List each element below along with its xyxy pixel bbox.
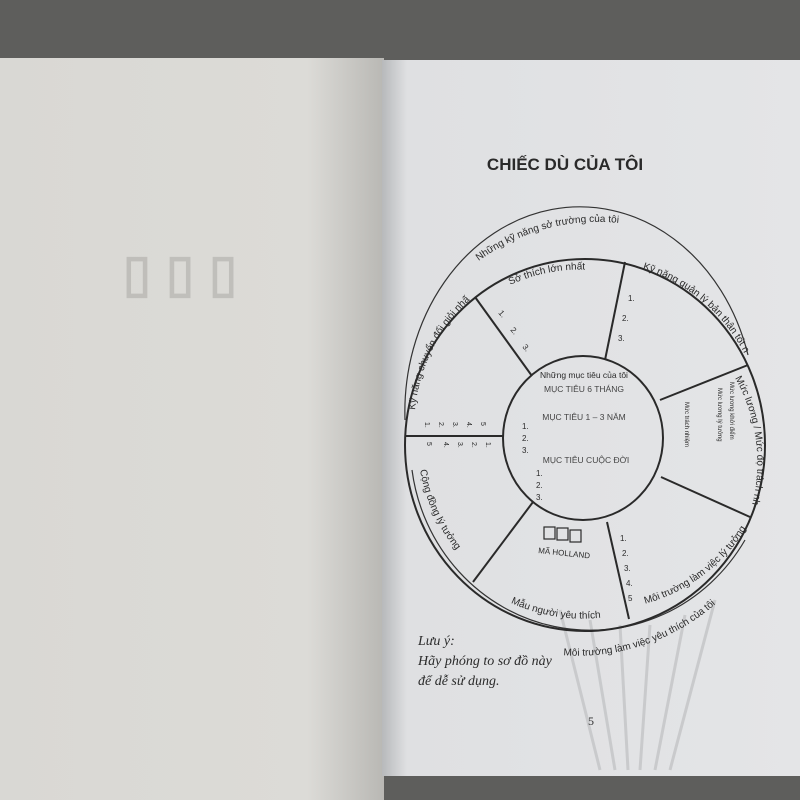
svg-text:5: 5	[425, 442, 432, 446]
self-management-list: 1. 2. 3.	[618, 294, 635, 343]
svg-text:Môi trường làm việc lý tưởng: Môi trường làm việc lý tưởng	[643, 524, 749, 607]
svg-text:3.: 3.	[536, 493, 543, 502]
svg-text:1.: 1.	[536, 469, 543, 478]
goal-6-months: MỤC TIÊU 6 THÁNG	[544, 384, 624, 394]
svg-text:2.: 2.	[622, 314, 629, 323]
self-management-label: Kỹ năng quản lý bản thân tốt nhất	[0, 0, 751, 355]
svg-text:3.: 3.	[451, 422, 458, 428]
hobbies-list: 1. 2. 3.	[496, 309, 531, 354]
svg-text:Mức lương / Mức độ trách nhiệm: Mức lương / Mức độ trách nhiệm	[0, 0, 765, 506]
wheel-outer-circle	[404, 258, 766, 632]
svg-text:2.: 2.	[522, 434, 529, 443]
note-heading: Lưu ý:	[418, 634, 455, 649]
svg-text:3.: 3.	[618, 334, 625, 343]
svg-text:Mức lương lý tưởng: Mức lương lý tưởng	[716, 388, 723, 442]
page-title: CHIẾC DÙ CỦA TÔI	[487, 155, 643, 174]
goal-life: MỤC TIÊU CUỘC ĐỜI	[543, 455, 629, 465]
svg-text:4.: 4.	[465, 422, 472, 428]
note-line-1: Hãy phóng to sơ đồ này	[418, 654, 552, 669]
svg-text:3.: 3.	[520, 343, 531, 354]
svg-text:5: 5	[479, 422, 486, 426]
community-list: 1. 2. 3. 4. 5	[425, 442, 491, 448]
svg-text:1.: 1.	[522, 422, 529, 431]
work-environment-list: 1. 2. 3. 4. 5	[620, 534, 633, 603]
outer-environment-arc	[411, 469, 746, 631]
svg-text:Sở thích lớn nhất: Sở thích lớn nhất	[507, 260, 585, 287]
goal-1-3-years: MỤC TIÊU 1 – 3 NĂM	[542, 412, 625, 422]
svg-text:1.: 1.	[423, 422, 430, 428]
svg-text:Mức lương khởi điểm: Mức lương khởi điểm	[728, 382, 735, 440]
goals-center: Những mục tiêu của tôi MỤC TIÊU 6 THÁNG …	[522, 370, 629, 502]
svg-text:5: 5	[628, 594, 633, 603]
svg-text:Những kỹ năng sở trường của tô: Những kỹ năng sở trường của tôi	[474, 213, 619, 264]
outer-bottom-label: Môi trường làm việc yêu thích của tôi	[563, 598, 717, 659]
page-number: 5	[588, 714, 594, 728]
svg-text:4.: 4.	[626, 579, 633, 588]
svg-text:4.: 4.	[442, 442, 449, 448]
goals-heading: Những mục tiêu của tôi	[540, 370, 628, 380]
note-line-2: để dễ sử dụng.	[418, 674, 500, 689]
svg-text:Môi trường làm việc yêu thích: Môi trường làm việc yêu thích của tôi	[563, 598, 717, 659]
svg-text:Mức trách nhiệm: Mức trách nhiệm	[683, 402, 689, 447]
svg-text:2.: 2.	[508, 326, 519, 337]
svg-text:1.: 1.	[484, 442, 491, 448]
svg-text:Kỹ năng quản lý bản thân tốt n: Kỹ năng quản lý bản thân tốt nhất	[0, 0, 751, 355]
hobbies-label: Sở thích lớn nhất	[507, 260, 585, 287]
svg-text:2.: 2.	[470, 442, 477, 448]
outer-skills-arc	[404, 206, 749, 421]
svg-text:1.: 1.	[620, 534, 627, 543]
svg-text:2.: 2.	[437, 422, 444, 428]
wheel-spokes	[405, 261, 751, 620]
svg-text:1.: 1.	[628, 294, 635, 303]
work-environment-label: Môi trường làm việc lý tưởng	[643, 524, 749, 607]
right-page	[382, 60, 800, 776]
svg-text:3.: 3.	[522, 446, 529, 455]
goals-circle	[502, 355, 664, 521]
svg-text:1.: 1.	[496, 309, 507, 320]
salary-list: Mức lương khởi điểm Mức lương lý tưởng M…	[683, 382, 735, 447]
community-label: Cộng đồng lý tưởng	[417, 468, 463, 552]
svg-text:3.: 3.	[624, 564, 631, 573]
holland-code-boxes	[543, 526, 582, 543]
svg-text:Kỹ năng chuyển đổi giỏi nhất: Kỹ năng chuyển đổi giỏi nhất	[0, 0, 472, 410]
note: Lưu ý: Hãy phóng to sơ đồ này để dễ sử d…	[418, 632, 552, 692]
svg-text:3.: 3.	[456, 442, 463, 448]
holland-code-label: MÃ HOLLAND	[538, 546, 591, 560]
transferable-list: 1. 2. 3. 4. 5	[423, 422, 486, 428]
left-page: ▯ ▯ ▯	[0, 58, 384, 800]
transferable-label: Kỹ năng chuyển đổi giỏi nhất	[0, 0, 472, 410]
salary-label: Mức lương / Mức độ trách nhiệm	[0, 0, 765, 506]
svg-text:Cộng đồng lý tưởng: Cộng đồng lý tưởng	[417, 468, 463, 552]
svg-text:2.: 2.	[536, 481, 543, 490]
svg-text:2.: 2.	[622, 549, 629, 558]
umbrella-ribs	[558, 599, 717, 771]
outer-top-label: Những kỹ năng sở trường của tôi	[474, 213, 619, 264]
